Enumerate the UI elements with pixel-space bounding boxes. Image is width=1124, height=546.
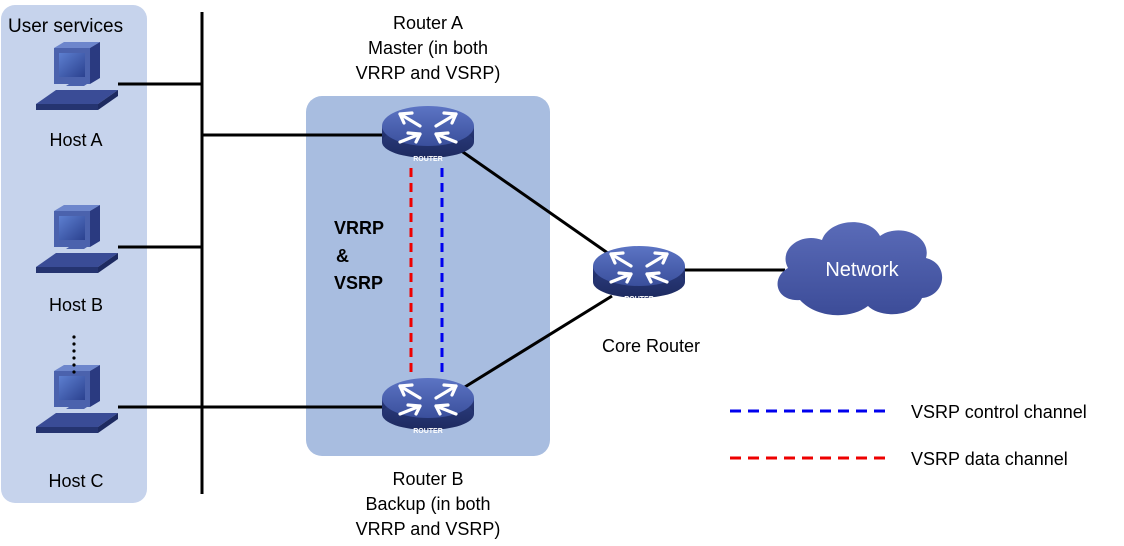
protocol-label-line1: VRRP	[334, 218, 384, 238]
network-label: Network	[825, 259, 899, 281]
legend: VSRP control channel VSRP data channel	[730, 402, 1087, 469]
core-router-badge: ROUTER	[624, 296, 654, 303]
host-c-label: Host C	[48, 471, 103, 491]
legend-control-label: VSRP control channel	[911, 402, 1087, 422]
protocol-label-line2: &	[336, 246, 349, 266]
router-a-icon: ROUTER	[380, 104, 476, 163]
router-b-role-line2: VRRP and VSRP)	[356, 519, 501, 539]
router-a-role-line1: Master (in both	[368, 38, 488, 58]
user-services-label: User services	[8, 16, 123, 37]
link-router-b-core	[459, 294, 613, 392]
protocol-label-line3: VSRP	[334, 273, 383, 293]
router-group-area	[306, 96, 550, 456]
core-router-label: Core Router	[602, 336, 700, 356]
router-a-badge: ROUTER	[413, 156, 443, 163]
host-a-label: Host A	[49, 130, 102, 150]
links	[118, 12, 785, 494]
core-router-icon: ROUTER	[591, 244, 687, 303]
router-a-role-line2: VRRP and VSRP)	[356, 63, 501, 83]
router-a-title: Router A	[393, 13, 463, 33]
router-b-badge: ROUTER	[413, 428, 443, 435]
router-b-title: Router B	[392, 469, 463, 489]
host-b-label: Host B	[49, 295, 103, 315]
link-router-a-core	[459, 148, 613, 258]
router-b-icon: ROUTER	[380, 376, 476, 435]
legend-data-label: VSRP data channel	[911, 449, 1068, 469]
more-hosts-ellipsis	[72, 335, 76, 374]
router-b-role-line1: Backup (in both	[365, 494, 490, 514]
network-cloud-icon	[777, 222, 943, 316]
